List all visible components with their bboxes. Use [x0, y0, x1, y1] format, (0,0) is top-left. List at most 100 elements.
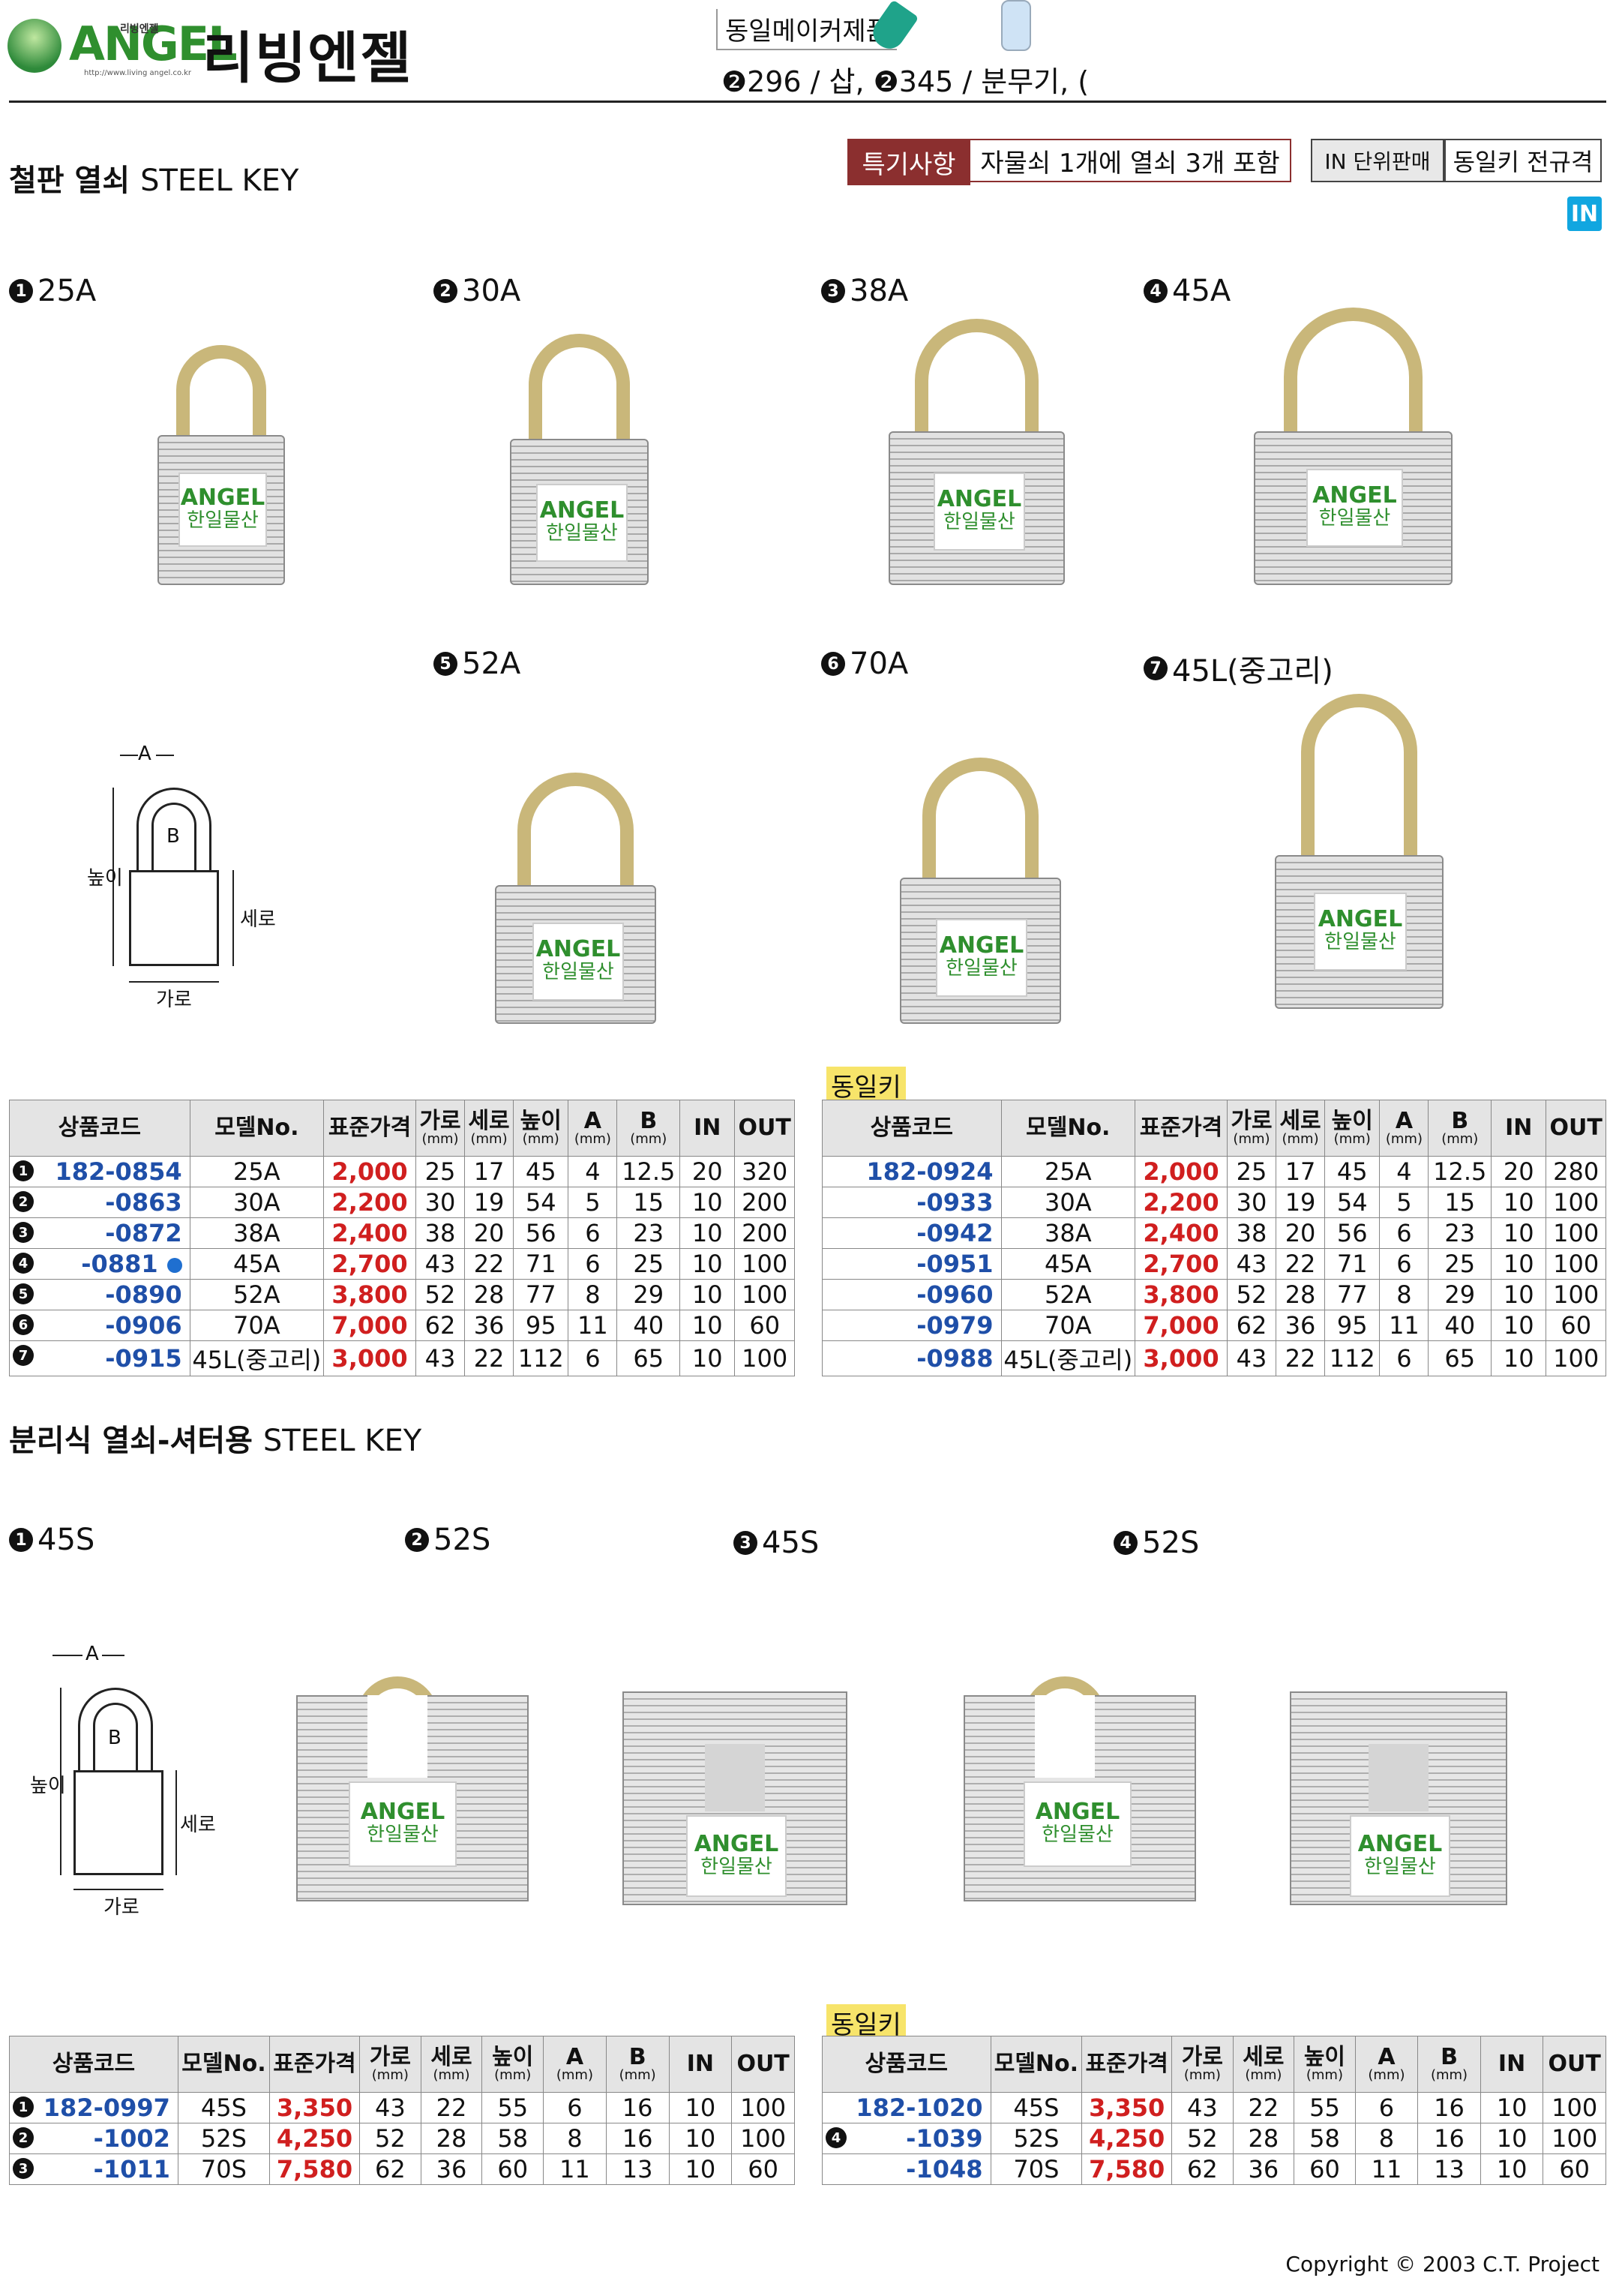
cell-d: 28: [1232, 2123, 1295, 2154]
cell-model: 45L(중고리): [189, 1340, 325, 1376]
number-icon: 2: [13, 2127, 34, 2148]
cell-model: 52A: [1000, 1279, 1136, 1310]
header-h: 높이(mm): [481, 2036, 544, 2093]
cell-a: 6: [1354, 2092, 1419, 2123]
cell-d: 36: [1276, 1310, 1326, 1341]
header-model: 모델No.: [189, 1100, 325, 1157]
cell-out: 100: [734, 1340, 795, 1376]
header-code: 상품코드: [9, 2036, 178, 2093]
cell-a: 6: [568, 1340, 618, 1376]
cell-h: 54: [1324, 1187, 1381, 1218]
cell-model: 52A: [189, 1279, 325, 1310]
cell-h: 71: [1324, 1248, 1381, 1280]
cell-h: 54: [513, 1187, 569, 1218]
cell-b: 12.5: [1428, 1156, 1492, 1187]
cell-code: 2-1002: [9, 2123, 178, 2154]
cell-code: 5-0890: [9, 1279, 190, 1310]
cell-out: 320: [734, 1156, 795, 1187]
number-icon: 1: [13, 1160, 34, 1181]
product-name: 45S: [762, 1526, 820, 1560]
cell-price: 2,000: [323, 1156, 416, 1187]
cell-code: 4-1039: [822, 2123, 991, 2154]
header-price: 표준가격: [268, 2036, 361, 2093]
cell-out: 100: [734, 1248, 795, 1280]
cell-d: 36: [464, 1310, 514, 1341]
cell-w: 38: [1226, 1217, 1277, 1249]
number-icon: 5: [13, 1283, 34, 1304]
cell-price: 4,250: [1081, 2123, 1173, 2154]
header-out: OUT: [731, 2036, 795, 2093]
product-name: 45S: [37, 1523, 95, 1557]
in-icon: IN: [1567, 197, 1602, 231]
table-header-row: 상품코드 모델No. 표준가격 가로(mm) 세로(mm) 높이(mm) A(m…: [822, 1100, 1606, 1157]
feature-value: 자물쇠 1개에 열쇠 3개 포함: [969, 139, 1291, 182]
cell-h: 45: [513, 1156, 569, 1187]
cell-b: 29: [1428, 1279, 1492, 1310]
number-icon: 1: [9, 279, 33, 303]
cell-a: 11: [1379, 1310, 1429, 1341]
cell-in: 10: [1491, 1310, 1547, 1341]
cell-a: 6: [1379, 1248, 1429, 1280]
cell-model: 70A: [1000, 1310, 1136, 1341]
product-name: 52A: [462, 647, 521, 681]
section2-title-en: STEEL KEY: [262, 1424, 422, 1458]
cell-price: 7,000: [1135, 1310, 1228, 1341]
cell-w: 43: [415, 1248, 466, 1280]
cell-d: 28: [464, 1279, 514, 1310]
cell-w: 62: [1171, 2153, 1234, 2185]
sprayer-icon: [1001, 0, 1031, 51]
cell-d: 17: [1276, 1156, 1326, 1187]
cell-out: 100: [1543, 2123, 1606, 2154]
cell-b: 12.5: [616, 1156, 681, 1187]
cell-price: 3,800: [1135, 1279, 1228, 1310]
number-icon: 4: [826, 2127, 847, 2148]
header-b: B(mm): [616, 1100, 681, 1157]
cell-code: -0951: [822, 1248, 1002, 1280]
diagram-label-width: 가로: [103, 1896, 139, 1919]
cell-out: 100: [1546, 1217, 1606, 1249]
header-a: A(mm): [543, 2036, 607, 2093]
header-code: 상품코드: [822, 1100, 1002, 1157]
number-icon: 3: [13, 1222, 34, 1243]
cell-price: 7,580: [1081, 2153, 1173, 2185]
header-price: 표준가격: [1135, 1100, 1228, 1157]
header-a: A(mm): [568, 1100, 618, 1157]
header-out: OUT: [1546, 1100, 1606, 1157]
diagram-label-b: B: [108, 1727, 121, 1749]
cell-w: 30: [1226, 1187, 1277, 1218]
cell-d: 22: [464, 1248, 514, 1280]
cell-price: 2,700: [1135, 1248, 1228, 1280]
cell-price: 2,700: [323, 1248, 416, 1280]
number-icon: 3: [733, 1531, 757, 1555]
cell-b: 16: [1417, 2092, 1481, 2123]
same-key-all-sizes: 동일키 전규격: [1444, 139, 1602, 182]
number-icon: 6: [13, 1314, 34, 1335]
cell-model: 25A: [1000, 1156, 1136, 1187]
cell-code: 3-1011: [9, 2153, 178, 2185]
cell-b: 15: [1428, 1187, 1492, 1218]
header-in: IN: [1491, 1100, 1547, 1157]
product-name: 52S: [433, 1523, 491, 1557]
diagram-label-height: 높이: [87, 867, 123, 890]
cell-b: 40: [616, 1310, 681, 1341]
number-icon: 7: [1144, 656, 1168, 680]
product-name: 70A: [850, 647, 909, 681]
cell-w: 62: [415, 1310, 466, 1341]
cell-code: 2-0863: [9, 1187, 190, 1218]
cell-model: 25A: [189, 1156, 325, 1187]
cell-price: 2,400: [1135, 1217, 1228, 1249]
cell-code: -0960: [822, 1279, 1002, 1310]
cell-b: 15: [616, 1187, 681, 1218]
